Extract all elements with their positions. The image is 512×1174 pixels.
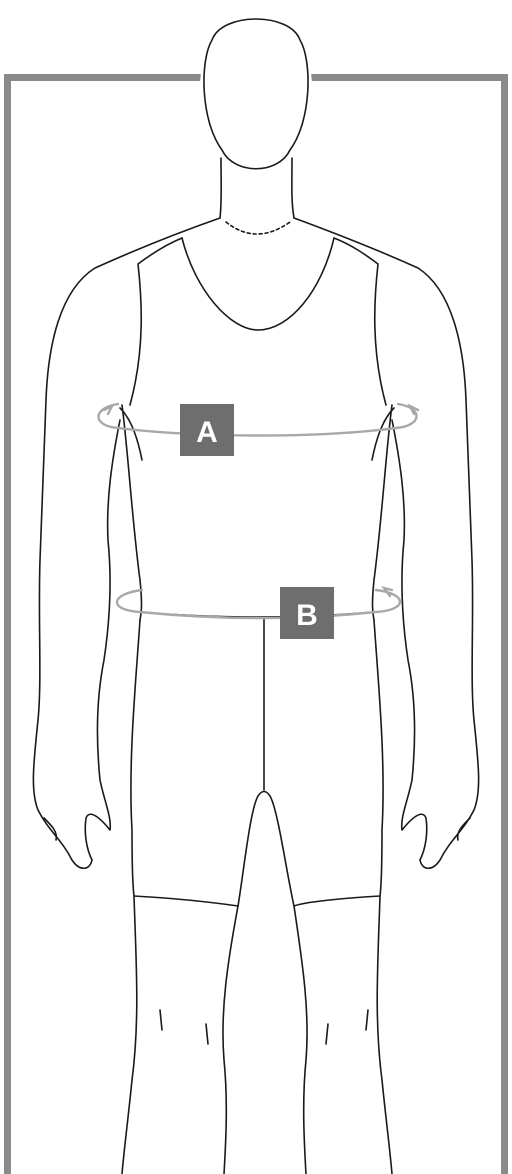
left-leg-outer	[122, 896, 137, 1174]
left-shoulder-arm	[33, 218, 220, 868]
neck	[220, 158, 221, 218]
torso-right-side	[373, 405, 393, 620]
torso-left-side	[122, 405, 142, 620]
right-strap	[334, 238, 386, 405]
measurement-a: A	[99, 404, 419, 456]
shorts-right-leg	[294, 620, 383, 906]
body-figure	[33, 4, 478, 1174]
measurement-a-label: A	[196, 416, 218, 449]
crotch	[238, 792, 294, 907]
right-leg-inner	[294, 906, 307, 1174]
right-leg-outer	[377, 896, 392, 1174]
measurement-b: B	[117, 587, 400, 639]
measurement-b-label: B	[296, 599, 318, 632]
left-strap	[130, 238, 182, 405]
shorts-left-leg	[131, 620, 238, 906]
measurement-a-loop	[99, 404, 417, 436]
neckline	[182, 238, 334, 330]
left-leg-inner	[223, 906, 238, 1174]
measurement-b-loop	[117, 590, 400, 618]
right-shoulder-arm	[294, 218, 479, 868]
